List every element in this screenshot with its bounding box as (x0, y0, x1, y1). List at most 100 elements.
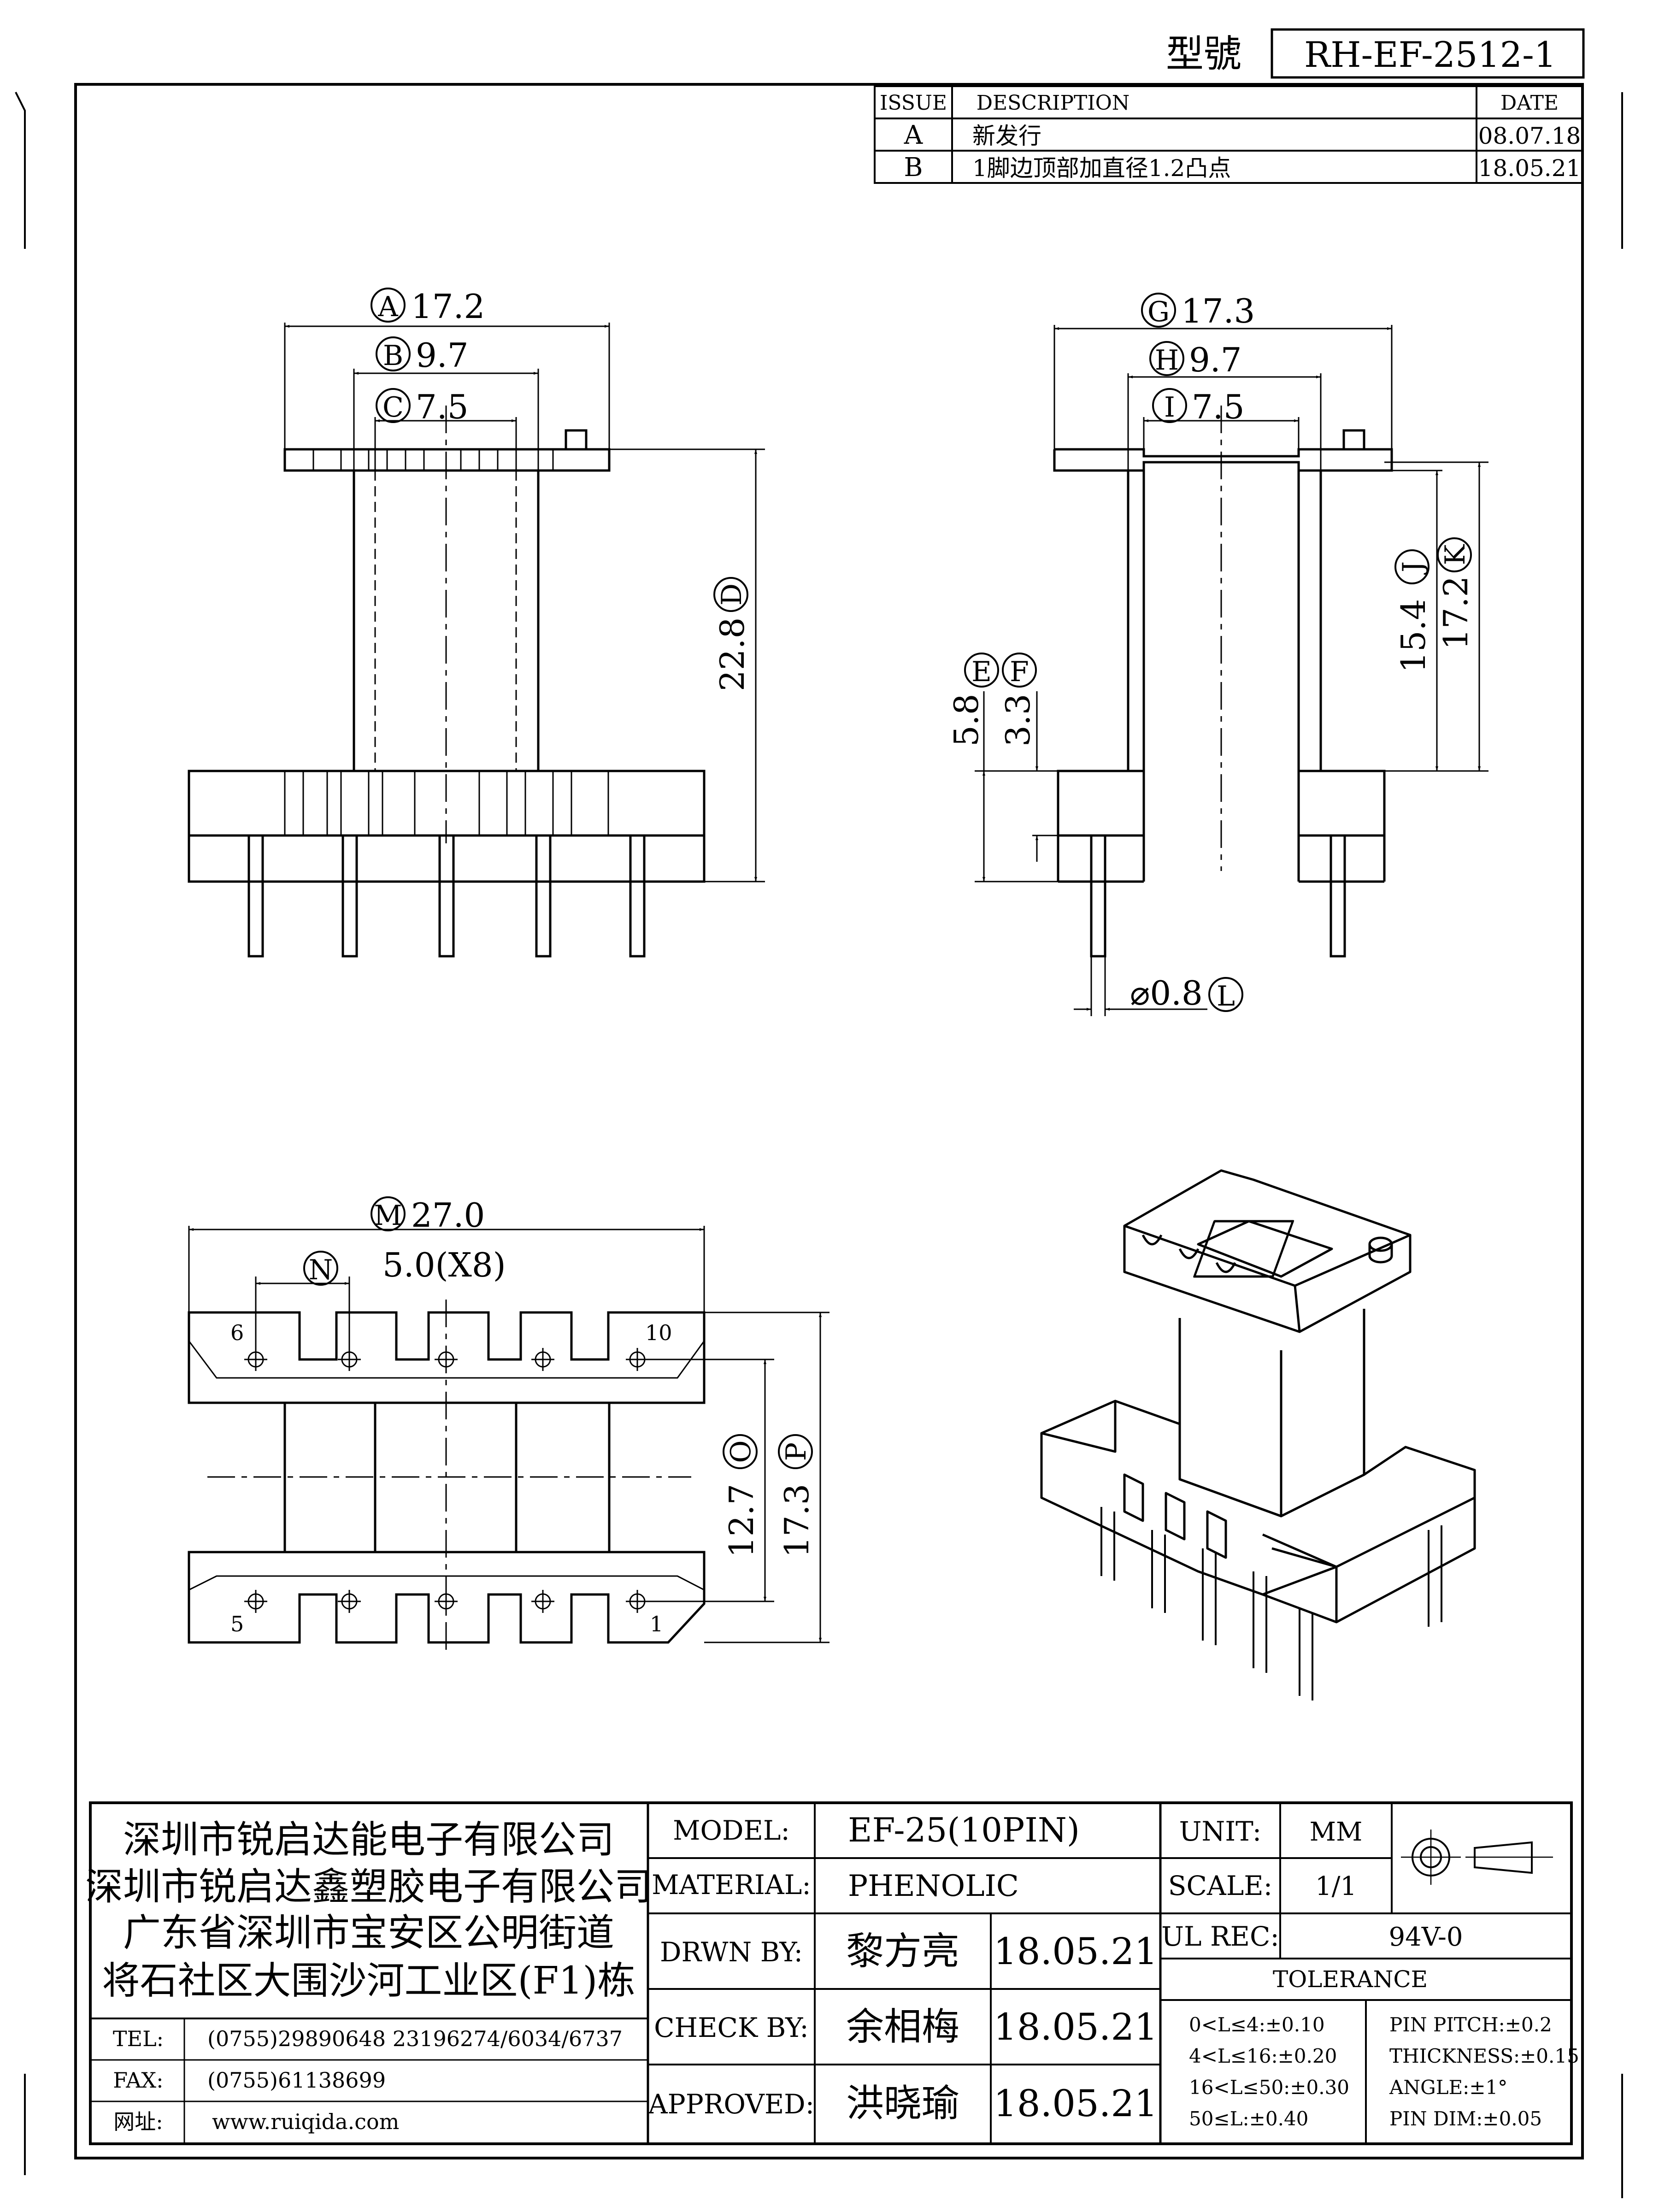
dim-j-letter: J (1397, 561, 1429, 575)
pin-label-1: 1 (650, 1612, 663, 1636)
dim-k-value: 17.2 (1436, 576, 1475, 650)
dim-l-letter: L (1217, 980, 1235, 1012)
tolerance-left-4: 50≤L:±0.40 (1189, 2107, 1308, 2130)
dim-m-letter: M (374, 1200, 402, 1232)
dim-n-letter: N (309, 1254, 333, 1286)
tolerance-left-3: 16<L≤50:±0.30 (1189, 2076, 1349, 2099)
model-label: MODEL: (673, 1815, 790, 1846)
tolerance-right-2: THICKNESS:±0.15 (1389, 2045, 1579, 2067)
model-number-value: RH-EF-2512-1 (1304, 34, 1556, 75)
dim-j-value: 15.4 (1394, 599, 1433, 673)
revision-table: ISSUE DESCRIPTION DATE A 新发行 08.07.18 B … (874, 85, 1583, 184)
tolerance-right-1: PIN PITCH:±0.2 (1389, 2013, 1552, 2036)
dim-i-letter: I (1164, 391, 1175, 424)
dim-c-value: 7.5 (416, 388, 469, 426)
ul-value: 94V-0 (1388, 1922, 1463, 1952)
check-date: 18.05.21 (994, 2006, 1158, 2048)
dim-n-value: 5.0(X8) (382, 1246, 506, 1284)
dim-e-letter: E (971, 656, 992, 688)
dim-p-letter: P (780, 1442, 812, 1461)
dim-k-letter: K (1439, 544, 1471, 565)
drawn-date: 18.05.21 (994, 1930, 1158, 1973)
bottom-view (188, 1226, 830, 1654)
pin-label-5: 5 (230, 1612, 244, 1636)
fax-label: FAX: (113, 2068, 163, 2093)
dim-o-letter: O (725, 1440, 757, 1463)
dim-d-letter: D (716, 583, 748, 606)
dim-a-letter: A (377, 291, 398, 323)
dim-m-value: 27.0 (411, 1196, 485, 1235)
tolerance-left-1: 0<L≤4:±0.10 (1189, 2013, 1325, 2036)
title-block (89, 1801, 1573, 2145)
ul-label: UL REC: (1161, 1921, 1279, 1952)
scale-value: 1/1 (1315, 1871, 1357, 1901)
revision-b-description: 1脚边顶部加直径1.2凸点 (972, 155, 1231, 182)
scale-label: SCALE: (1168, 1870, 1272, 1901)
company-line-4: 将石社区大围沙河工业区(F1)栋 (102, 1959, 635, 2003)
side-view-labels: G 17.3 H 9.7 I 7.5 J 15.4 K 17.2 E 5.8 F… (947, 292, 1475, 1012)
title-block-fields: MODEL: EF-25(10PIN) MATERIAL: PHENOLIC D… (648, 1811, 1579, 2130)
revision-a-issue: A (904, 120, 923, 150)
check-name: 余相梅 (846, 2005, 959, 2049)
dim-i-value: 7.5 (1192, 388, 1245, 426)
model-number-label: 型號 (1166, 32, 1241, 76)
pin-label-10: 10 (645, 1320, 672, 1345)
drawn-label: DRWN BY: (660, 1936, 803, 1968)
company-line-1: 深圳市锐启达能电子有限公司 (123, 1818, 614, 1862)
front-view (188, 323, 765, 958)
tolerance-right-3: ANGLE:±1° (1389, 2076, 1507, 2099)
bottom-view-labels: M 27.0 N 5.0(X8) 6 10 5 1 O 12.7 P 17.3 (230, 1196, 816, 1636)
side-view (975, 325, 1488, 1016)
website-label: 网址: (113, 2109, 163, 2134)
dim-c-letter: C (382, 391, 404, 424)
projection-symbol-icon (1401, 1830, 1553, 1885)
model-number-box: 型號 RH-EF-2512-1 (1166, 28, 1585, 79)
material-value: PHENOLIC (848, 1869, 1019, 1903)
tolerance-header: TOLERANCE (1273, 1966, 1428, 1993)
dim-h-value: 9.7 (1189, 341, 1242, 379)
fax-value: (0755)61138699 (207, 2068, 386, 2093)
approved-date: 18.05.21 (994, 2082, 1158, 2125)
company-line-2: 深圳市锐启达鑫塑胶电子有限公司 (85, 1865, 652, 1909)
website-value: www.ruiqida.com (212, 2109, 399, 2134)
dim-g-letter: G (1147, 296, 1170, 328)
revision-b-issue: B (904, 153, 923, 182)
revision-b-date: 18.05.21 (1478, 155, 1581, 182)
dim-g-value: 17.3 (1181, 292, 1255, 330)
isometric-view (1040, 1169, 1476, 1700)
dim-e-value: 5.8 (947, 694, 986, 747)
tel-label: TEL: (113, 2026, 164, 2051)
model-value: EF-25(10PIN) (848, 1811, 1080, 1849)
dim-f-value: 3.3 (999, 694, 1037, 747)
unit-label: UNIT: (1179, 1816, 1262, 1847)
unit-value: MM (1310, 1817, 1363, 1847)
front-view-labels: A 17.2 B 9.7 C 7.5 D 22.8 (371, 287, 752, 691)
company-line-3: 广东省深圳市宝安区公明街道 (123, 1911, 614, 1955)
revision-issue-header: ISSUE (880, 91, 947, 115)
dim-b-value: 9.7 (416, 336, 469, 375)
approved-name: 洪晓瑜 (846, 2082, 959, 2125)
tel-value: (0755)29890648 23196274/6034/6737 (207, 2026, 623, 2051)
dim-o-value: 12.7 (722, 1484, 761, 1558)
pin-label-6: 6 (230, 1320, 244, 1345)
check-label: CHECK BY: (654, 2012, 809, 2043)
tolerance-left-2: 4<L≤16:±0.20 (1189, 2045, 1337, 2067)
company-info: 深圳市锐启达能电子有限公司 深圳市锐启达鑫塑胶电子有限公司 广东省深圳市宝安区公… (85, 1818, 652, 2134)
dim-h-letter: H (1155, 344, 1179, 377)
revision-a-date: 08.07.18 (1478, 123, 1581, 149)
dim-a-value: 17.2 (411, 287, 485, 326)
sheet-frame (15, 83, 1623, 2198)
material-label: MATERIAL: (652, 1869, 811, 1900)
approved-label: APPROVED: (648, 2088, 814, 2120)
tolerance-right-4: PIN DIM:±0.05 (1389, 2107, 1542, 2130)
dim-f-letter: F (1010, 656, 1029, 688)
dim-d-value: 22.8 (713, 618, 752, 691)
dim-l-value: ⌀0.8 (1130, 974, 1203, 1012)
revision-description-header: DESCRIPTION (977, 91, 1130, 115)
dim-p-value: 17.3 (777, 1484, 816, 1558)
revision-a-description: 新发行 (972, 123, 1041, 149)
dim-b-letter: B (383, 340, 403, 372)
revision-date-header: DATE (1500, 91, 1559, 115)
drawn-name: 黎方亮 (846, 1930, 959, 1973)
